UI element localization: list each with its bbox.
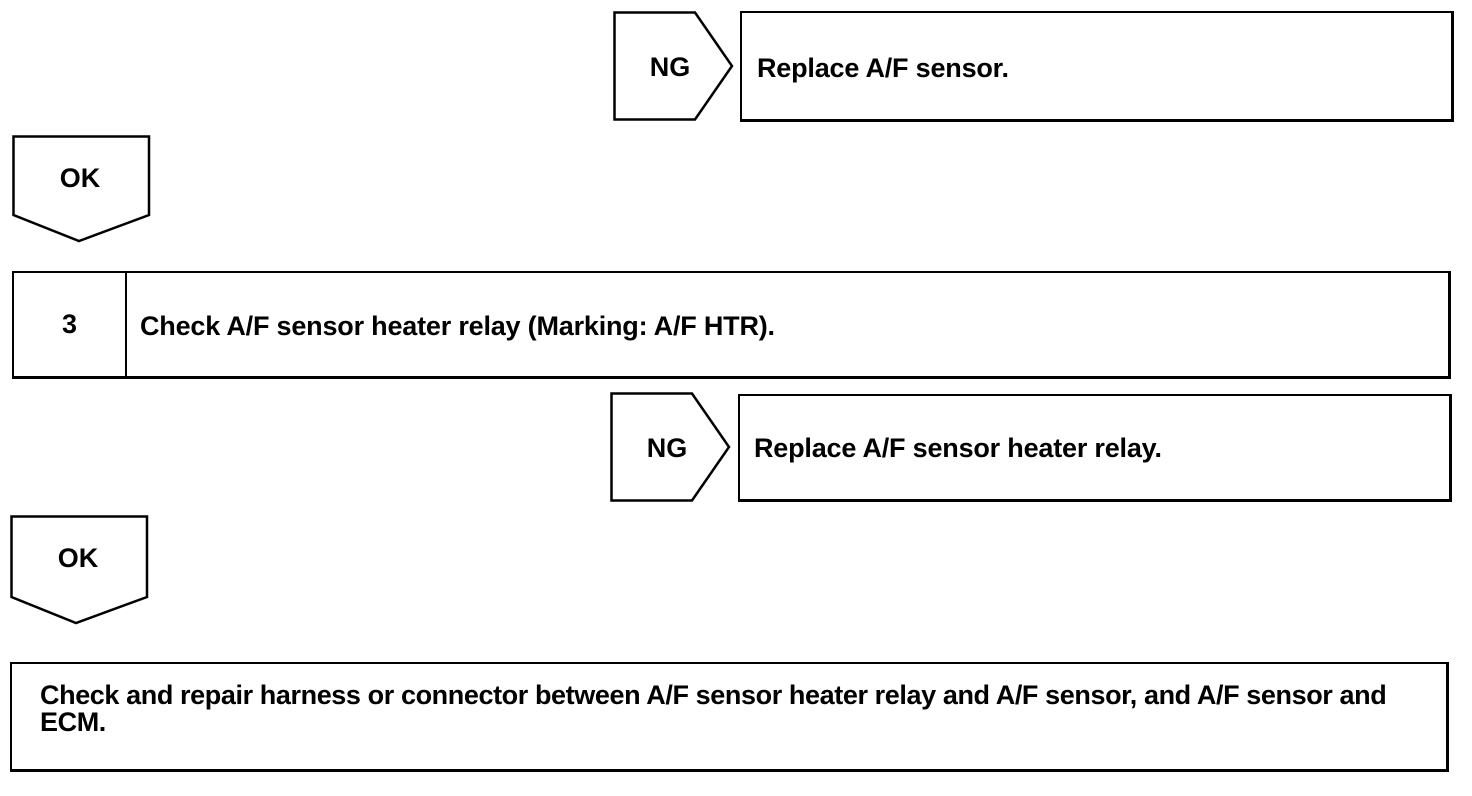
step-number: 3: [14, 273, 127, 376]
ng-action-text-1: Replace A/F sensor.: [757, 53, 1009, 83]
ng-label-1: NG: [649, 52, 691, 82]
ok-label-1: OK: [59, 163, 101, 193]
ng-action-box-1: Replace A/F sensor.: [740, 11, 1454, 122]
ok-arrow-1: [12, 135, 151, 243]
ng-action-box-2: Replace A/F sensor heater relay.: [738, 394, 1452, 502]
ok-label-2: OK: [57, 543, 99, 573]
step-3-box: 3 Check A/F sensor heater relay (Marking…: [12, 271, 1451, 379]
ng-arrow-2: [610, 392, 731, 502]
ng-label-2: NG: [646, 433, 688, 463]
ng-arrow-1: [613, 11, 734, 121]
final-action-text: Check and repair harness or connector be…: [40, 680, 1387, 737]
final-action-box: Check and repair harness or connector be…: [10, 662, 1449, 772]
ok-arrow-2: [10, 515, 149, 625]
ng-action-text-2: Replace A/F sensor heater relay.: [754, 433, 1162, 463]
step-title: Check A/F sensor heater relay (Marking: …: [140, 311, 775, 341]
